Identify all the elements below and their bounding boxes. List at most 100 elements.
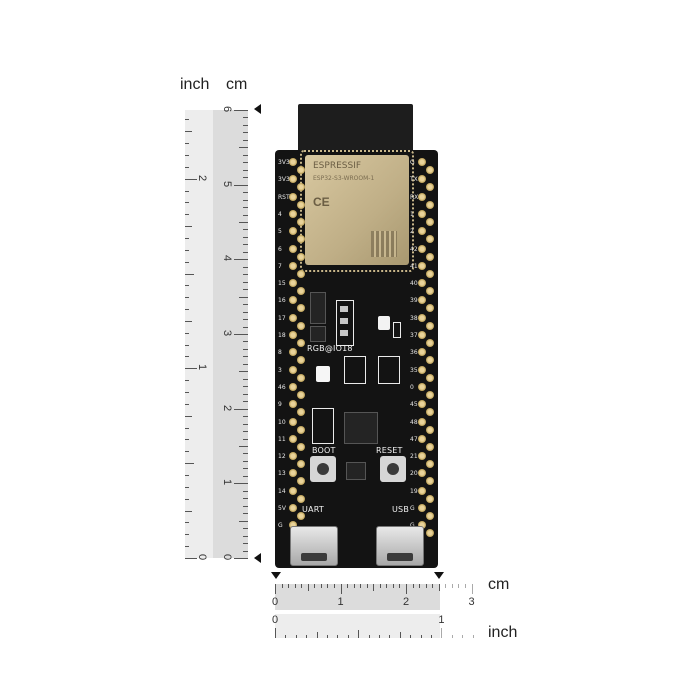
right-header-pin [418, 452, 426, 461]
left-pin-label: 3V3 [278, 176, 290, 184]
cm-tick [301, 584, 303, 588]
cm-tick [243, 117, 248, 119]
right-header-pin [426, 512, 434, 520]
right-pin-label: 42 [410, 245, 418, 253]
inch-tick [185, 463, 194, 465]
usb-slot [387, 553, 413, 561]
cm-tick [314, 584, 316, 588]
inch-tick [185, 309, 189, 311]
right-header-pin [426, 390, 434, 399]
right-header-pin [418, 486, 426, 495]
right-header-pin [418, 434, 426, 443]
cm-tick [243, 319, 248, 321]
inch-tick [306, 635, 308, 638]
cm-tick [406, 584, 407, 594]
cm-tick [243, 192, 248, 194]
cm-tick-label: 4 [221, 255, 233, 262]
right-pin-label: 47 [410, 435, 418, 443]
antenna-area [298, 104, 413, 156]
left-header-pin [289, 296, 297, 305]
inch-tick-label: 0 [196, 553, 208, 561]
cm-tick [243, 378, 248, 380]
left-pin-label: 5 [278, 228, 282, 236]
right-header-pin [426, 373, 434, 382]
boot-button[interactable] [310, 456, 336, 482]
right-header-pin [426, 477, 434, 486]
inch-tick [185, 392, 189, 394]
cm-tick [281, 584, 283, 588]
left-header-pin [297, 166, 305, 174]
left-header-pin [297, 304, 305, 313]
cm-tick [373, 584, 375, 591]
cm-tick [243, 236, 248, 238]
right-header-pin [418, 365, 426, 374]
left-pin-label: 12 [278, 453, 286, 461]
left-header-pin [289, 486, 297, 495]
cm-tick [243, 341, 248, 343]
left-pin-label: G [278, 522, 283, 530]
cm-tick-label: 6 [221, 105, 233, 113]
right-header-pin [418, 296, 426, 305]
cm-tick [243, 535, 248, 537]
module-model-text: ESP32-S3-WROOM-1 [313, 175, 375, 182]
cm-tick [399, 584, 401, 588]
left-header-pin [289, 279, 297, 288]
left-header-pin [289, 365, 297, 374]
inch-tick [185, 546, 189, 548]
cm-tick [243, 251, 248, 253]
cm-tick [243, 513, 248, 515]
uart-label: UART [302, 505, 324, 514]
right-header-pin [426, 460, 434, 469]
cm-tick [243, 490, 248, 492]
left-pin-label: 9 [278, 401, 282, 409]
inch-tick [285, 635, 287, 638]
uart-micro-usb-port[interactable] [290, 526, 338, 566]
cm-tick [243, 274, 248, 276]
cm-tick-label: 2 [403, 596, 410, 608]
inch-tick [185, 143, 189, 145]
right-header-pin [426, 287, 434, 296]
left-header-pin [297, 339, 305, 347]
inch-tick [275, 628, 276, 638]
cm-tick [379, 584, 381, 588]
cm-tick [243, 393, 248, 395]
cm-tick [243, 304, 248, 306]
inch-tick [462, 635, 464, 638]
cm-tick [392, 584, 394, 588]
left-pin-label: 11 [278, 435, 286, 443]
inch-tick [185, 285, 189, 287]
inch-tick [378, 635, 380, 638]
inch-tick-label: 1 [196, 364, 208, 371]
cm-tick [243, 475, 248, 477]
left-header-pin [297, 373, 305, 382]
right-header-pin [418, 400, 426, 409]
usb-micro-usb-port[interactable] [376, 526, 424, 566]
right-pin-label: 0 [410, 383, 414, 391]
cm-tick-label: 5 [221, 180, 233, 187]
right-header-pin [418, 279, 426, 288]
cm-tick-label: 1 [221, 479, 233, 486]
cm-tick [243, 214, 248, 216]
left-header-pin [289, 348, 297, 357]
cm-tick [243, 550, 248, 552]
cm-tick [243, 177, 248, 179]
inch-tick [185, 166, 189, 168]
cm-tick [239, 371, 248, 373]
cm-tick [243, 386, 248, 388]
left-header-pin [297, 183, 305, 192]
left-header-pin [289, 175, 297, 184]
inch-tick [295, 635, 297, 638]
cm-tick [243, 281, 248, 283]
cm-tick [243, 460, 248, 462]
inch-tick [399, 632, 401, 638]
cm-tick [239, 222, 248, 223]
right-header-pin [426, 252, 434, 261]
cm-tick [243, 416, 248, 418]
cm-tick [243, 162, 248, 164]
cm-tick [438, 584, 440, 591]
inch-tick [316, 632, 318, 638]
right-header-pin [418, 521, 426, 530]
cm-tick [243, 505, 248, 507]
right-pin-label: TX [410, 176, 418, 184]
reset-button[interactable] [380, 456, 406, 482]
